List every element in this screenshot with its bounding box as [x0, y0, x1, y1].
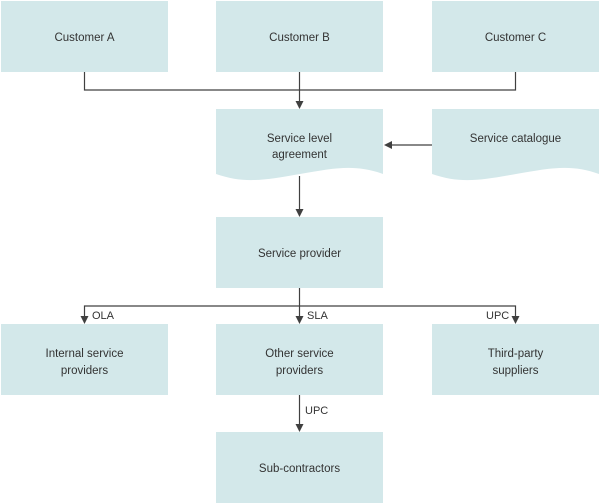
customer-a-node[interactable]: Customer A	[1, 1, 168, 72]
internal-label-line-2: providers	[61, 365, 109, 377]
service-catalogue-label: Service catalogue	[470, 133, 561, 145]
service-provider-node[interactable]: Service provider	[216, 217, 383, 288]
upc-third-party-edge-label: UPC	[486, 310, 509, 322]
ola-edge-label: OLA	[92, 310, 115, 322]
catalogue-to-sla-arrowhead	[384, 141, 392, 149]
third-party-label-line-1: Third-party	[488, 348, 544, 360]
customer-c-node[interactable]: Customer C	[432, 1, 599, 72]
customer-b-node[interactable]: Customer B	[216, 1, 383, 72]
upc-subcontractors-arrowhead	[295, 424, 304, 432]
third-party-suppliers-node[interactable]: Third-party suppliers	[432, 324, 599, 395]
upc-third-party-arrowhead	[511, 316, 520, 324]
sla-arrowhead	[295, 316, 304, 324]
other-label-line-1: Other service	[265, 348, 333, 360]
internal-label-line-1: Internal service	[46, 348, 124, 360]
ola-arrowhead	[80, 316, 89, 324]
sla-edge-label: SLA	[307, 310, 328, 322]
third-party-label-line-2: suppliers	[492, 365, 538, 377]
internal-service-providers-node[interactable]: Internal service providers	[1, 324, 168, 395]
upc-subcontractors-edge-label: UPC	[305, 405, 328, 417]
service-catalogue-node[interactable]: Service catalogue	[432, 109, 599, 181]
other-service-providers-node[interactable]: Other service providers	[216, 324, 383, 395]
sub-contractors-label: Sub-contractors	[259, 463, 340, 475]
service-level-agreement-node[interactable]: Service level agreement	[216, 109, 383, 181]
sla-label-line-2: agreement	[272, 149, 328, 161]
customer-a-label: Customer A	[54, 32, 114, 44]
sla-to-provider-arrowhead	[295, 209, 304, 217]
customer-b-label: Customer B	[269, 32, 330, 44]
customer-c-label: Customer C	[485, 32, 546, 44]
customers-to-sla-arrowhead	[295, 101, 304, 109]
sub-contractors-node[interactable]: Sub-contractors	[216, 432, 383, 503]
service-provider-label: Service provider	[258, 248, 341, 260]
other-label-line-2: providers	[276, 365, 324, 377]
sla-label-line-1: Service level	[267, 133, 332, 145]
provider-fanout-connector	[83, 305, 517, 317]
